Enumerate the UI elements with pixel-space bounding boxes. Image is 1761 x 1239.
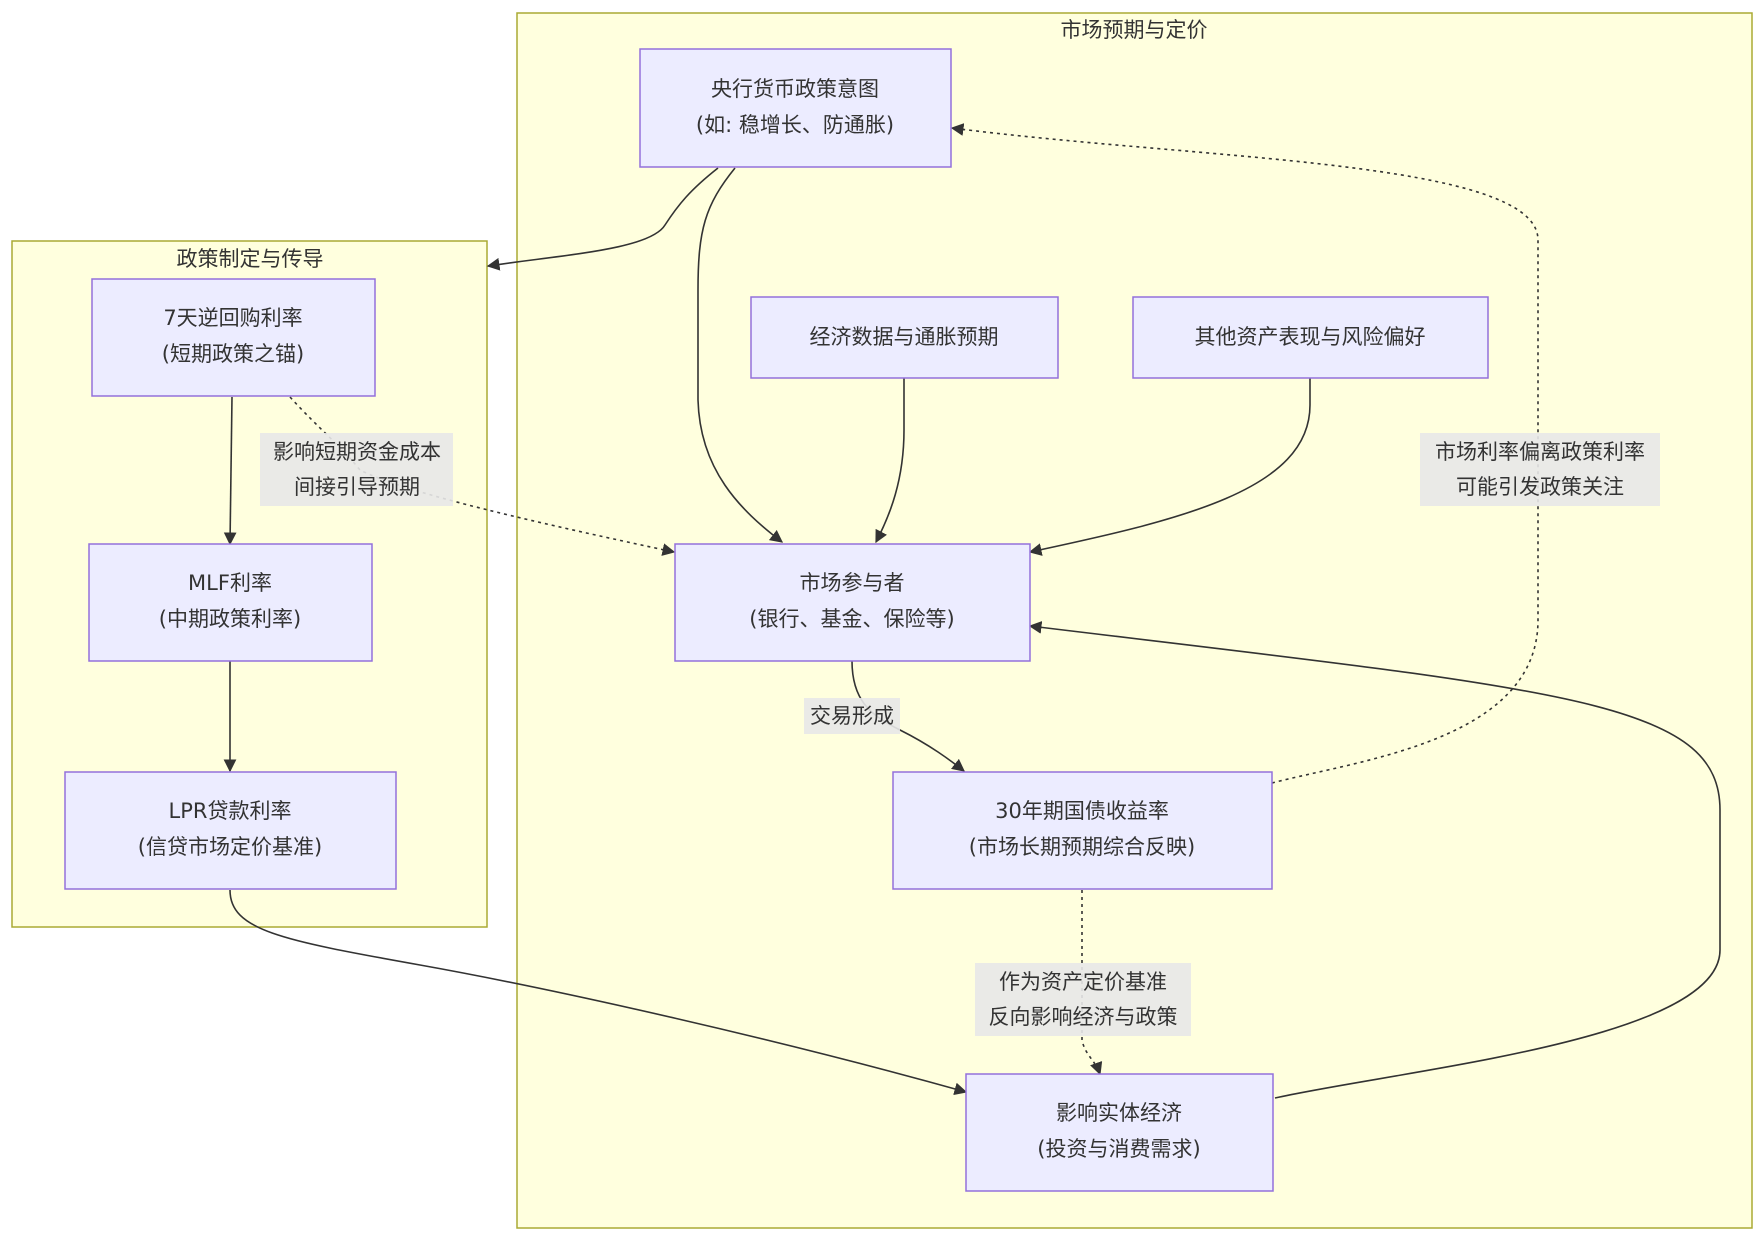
svg-text:可能引发政策关注: 可能引发政策关注 [1456, 475, 1624, 499]
svg-text:其他资产表现与风险偏好: 其他资产表现与风险偏好 [1195, 325, 1426, 349]
node-repo-7d[interactable]: 7天逆回购利率 (短期政策之锚) [91, 278, 376, 397]
svg-text:(市场长期预期综合反映): (市场长期预期综合反映) [969, 835, 1195, 859]
edge-label-pricing: 作为资产定价基准 反向影响经济与政策 [975, 963, 1191, 1036]
edge-bond-to-realecon [1081, 890, 1103, 1076]
svg-text:MLF利率: MLF利率 [188, 571, 272, 595]
node-econ-data[interactable]: 经济数据与通胀预期 [750, 296, 1059, 379]
svg-text:(中期政策利率): (中期政策利率) [159, 607, 301, 631]
edge-label-deviation: 市场利率偏离政策利率 可能引发政策关注 [1420, 433, 1660, 506]
svg-text:LPR贷款利率: LPR贷款利率 [169, 799, 292, 823]
node-bond-30y[interactable]: 30年期国债收益率 (市场长期预期综合反映) [892, 771, 1273, 890]
node-market-participants[interactable]: 市场参与者 (银行、基金、保险等) [674, 543, 1031, 662]
node-mlf[interactable]: MLF利率 (中期政策利率) [88, 543, 373, 662]
cluster-market-title: 市场预期与定价 [1061, 18, 1208, 42]
svg-text:市场利率偏离政策利率: 市场利率偏离政策利率 [1435, 440, 1645, 464]
svg-text:(如: 稳增长、防通胀): (如: 稳增长、防通胀) [696, 113, 894, 137]
svg-text:影响短期资金成本: 影响短期资金成本 [273, 440, 441, 464]
svg-text:(信贷市场定价基准): (信贷市场定价基准) [138, 835, 322, 859]
node-lpr[interactable]: LPR贷款利率 (信贷市场定价基准) [64, 771, 397, 890]
node-other-assets[interactable]: 其他资产表现与风险偏好 [1132, 296, 1489, 379]
svg-text:间接引导预期: 间接引导预期 [294, 475, 420, 499]
svg-text:30年期国债收益率: 30年期国债收益率 [995, 799, 1169, 823]
svg-text:反向影响经济与政策: 反向影响经济与政策 [989, 1005, 1178, 1029]
svg-text:(短期政策之锚): (短期政策之锚) [162, 342, 304, 366]
node-real-economy[interactable]: 影响实体经济 (投资与消费需求) [965, 1073, 1274, 1192]
svg-text:影响实体经济: 影响实体经济 [1056, 1101, 1182, 1125]
cluster-policy-title: 政策制定与传导 [177, 247, 324, 271]
node-pboc-intent[interactable]: 央行货币政策意图 (如: 稳增长、防通胀) [639, 48, 952, 168]
svg-text:市场参与者: 市场参与者 [800, 571, 905, 595]
edge-pboc-to-participants [697, 167, 784, 543]
svg-text:经济数据与通胀预期: 经济数据与通胀预期 [810, 325, 999, 349]
edge-bond-to-pboc [950, 123, 1539, 784]
edge-pboc-to-policy [486, 167, 719, 271]
edge-econ-to-participants [875, 378, 905, 544]
edge-other-to-participants [1028, 378, 1311, 556]
edge-repo-to-mlf [223, 396, 237, 546]
svg-text:(投资与消费需求): (投资与消费需求) [1037, 1137, 1200, 1161]
svg-text:7天逆回购利率: 7天逆回购利率 [163, 306, 302, 330]
edge-realecon-to-participants [1028, 621, 1721, 1099]
svg-text:交易形成: 交易形成 [810, 704, 894, 728]
svg-text:央行货币政策意图: 央行货币政策意图 [711, 77, 879, 101]
svg-text:作为资产定价基准: 作为资产定价基准 [999, 970, 1167, 994]
edge-label-repo: 影响短期资金成本 间接引导预期 [260, 433, 453, 506]
svg-text:(银行、基金、保险等): (银行、基金、保险等) [749, 607, 954, 631]
edge-lpr-to-realecon [229, 889, 968, 1096]
edge-label-trade: 交易形成 [804, 698, 900, 734]
